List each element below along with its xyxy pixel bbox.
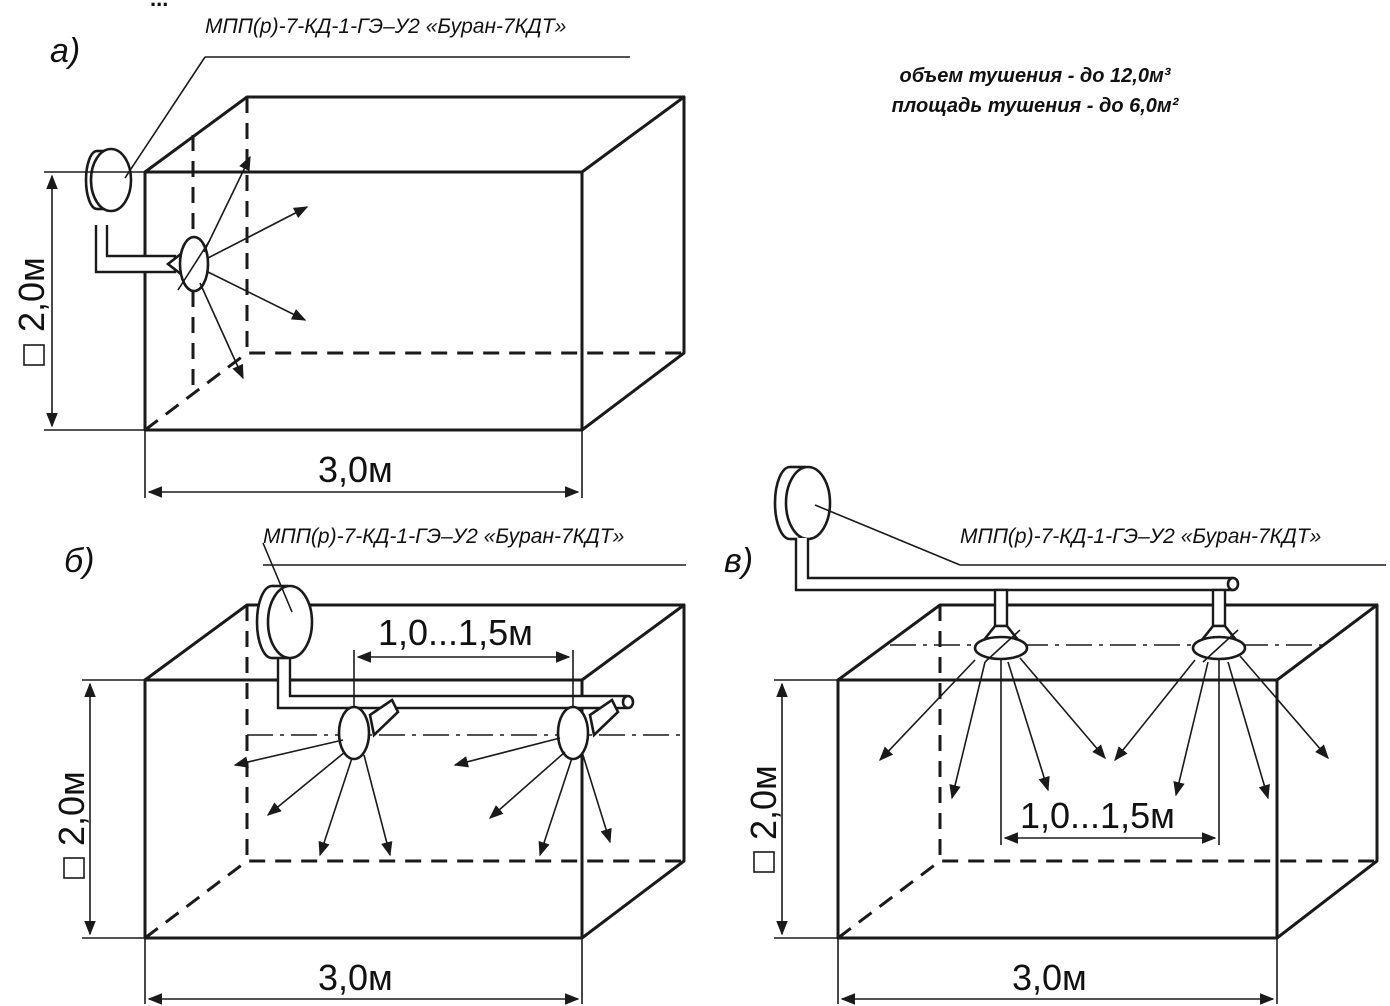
panel-b-spacing-label: 1,0...1,5м (378, 612, 533, 653)
panel-a-spray-arrow (207, 271, 307, 321)
extinguishing-area: площадь тушения - до 6,0м² (892, 95, 1180, 117)
panel-b-front-face (143, 678, 584, 940)
panel-v: в) МПП(р)-7-КД-1-ГЭ–У2 «Буран-7КДТ» (724, 465, 1386, 1005)
panel-v-spacing-dimension: 1,0...1,5м (1000, 660, 1220, 845)
panel-b-height-dimension: 2,0м (51, 679, 145, 939)
panel-v-leader-line (814, 504, 961, 566)
panel-b-spray-arrow (266, 751, 346, 816)
panel-a-spray-arrow (203, 155, 251, 253)
panel-b-height-label: 2,0м (51, 771, 92, 846)
panel-v-height-label: 2,0м (743, 765, 784, 840)
panel-v-spray-arrow (1114, 659, 1196, 762)
panel-a: а) МПП(р)-7-КД-1-ГЭ–У2 «Буран-7КДТ» (11, 15, 686, 498)
panel-b-spray-arrow (363, 754, 393, 857)
panel-b: б) МПП(р)-7-КД-1-ГЭ–У2 «Буран-7КДТ» (51, 525, 686, 1005)
extinguishing-volume: объем тушения - до 12,0м³ (900, 65, 1172, 87)
panel-a-pipe (94, 225, 177, 274)
panel-a-module-icon (89, 147, 133, 213)
panel-a-height-label: 2,0м (11, 257, 52, 332)
panel-b-square-icon (63, 857, 85, 879)
panel-v-spray-arrow (1019, 657, 1106, 760)
panel-a-leader-line (124, 56, 206, 179)
panel-v-spray-arrow (1227, 661, 1270, 800)
panel-b-spray-arrow (488, 751, 566, 819)
panel-a-letter: а) (50, 32, 80, 70)
panel-v-spray-arrow (879, 659, 976, 762)
panel-b-spacing-dimension: 1,0...1,5м (353, 612, 574, 706)
panel-v-letter: в) (724, 542, 753, 580)
panel-v-spray-arrow (1173, 661, 1209, 797)
extinguishing-info: объем тушения - до 12,0м³ площадь тушени… (892, 65, 1180, 117)
panel-b-nozzle-icon (556, 705, 590, 761)
panel-b-module-icon (266, 584, 314, 660)
panel-a-top-right-edges (143, 95, 686, 432)
panel-a-width-dimension: 3,0м (144, 430, 583, 498)
panel-a-box (143, 95, 686, 432)
panel-b-width-label: 3,0м (318, 957, 393, 998)
panel-v-box (836, 603, 1379, 940)
panel-b-spray-arrow (538, 757, 573, 857)
panel-b-device-label: МПП(р)-7-КД-1-ГЭ–У2 «Буран-7КДТ» (263, 525, 624, 548)
panel-v-spray-arrow (1239, 655, 1329, 760)
panel-v-spray-arrow (1007, 661, 1050, 792)
panel-a-width-label: 3,0м (318, 449, 393, 490)
panel-v-spacing-label: 1,0...1,5м (1020, 795, 1175, 836)
panel-a-square-icon (23, 344, 45, 366)
panel-b-spray-arrow (318, 757, 353, 857)
panel-v-width-dimension: 3,0м (837, 938, 1278, 1005)
panel-b-width-dimension: 3,0м (144, 938, 583, 1005)
panel-b-spray-arrow (233, 739, 344, 768)
panel-a-front-face (143, 170, 584, 432)
panel-a-spray-arrow (207, 206, 309, 259)
panel-b-spray-arrow (581, 751, 612, 844)
panel-a-hidden-bottom (144, 351, 684, 432)
panel-b-letter: б) (64, 542, 94, 580)
panel-v-device-label: МПП(р)-7-КД-1-ГЭ–У2 «Буран-7КДТ» (960, 525, 1321, 548)
panel-v-height-dimension: 2,0м (743, 679, 838, 939)
panel-v-square-icon (753, 851, 775, 873)
panel-a-spray-arrow (199, 282, 244, 380)
panel-a-device-label: МПП(р)-7-КД-1-ГЭ–У2 «Буран-7КДТ» (205, 15, 566, 38)
header-fragment: ... (150, 0, 168, 11)
panel-v-spray-arrow (949, 661, 986, 800)
panel-a-height-dimension: 2,0м (11, 171, 145, 431)
panel-b-spray-arrow (453, 737, 561, 768)
panel-v-width-label: 3,0м (1012, 957, 1087, 998)
panel-v-module-icon (784, 465, 832, 541)
panel-v-front-face (836, 678, 1279, 940)
panel-b-box (143, 603, 686, 940)
panel-b-leader-line (262, 542, 293, 613)
panel-a-edge (580, 95, 686, 174)
panel-b-nozzle-icon (337, 705, 371, 761)
